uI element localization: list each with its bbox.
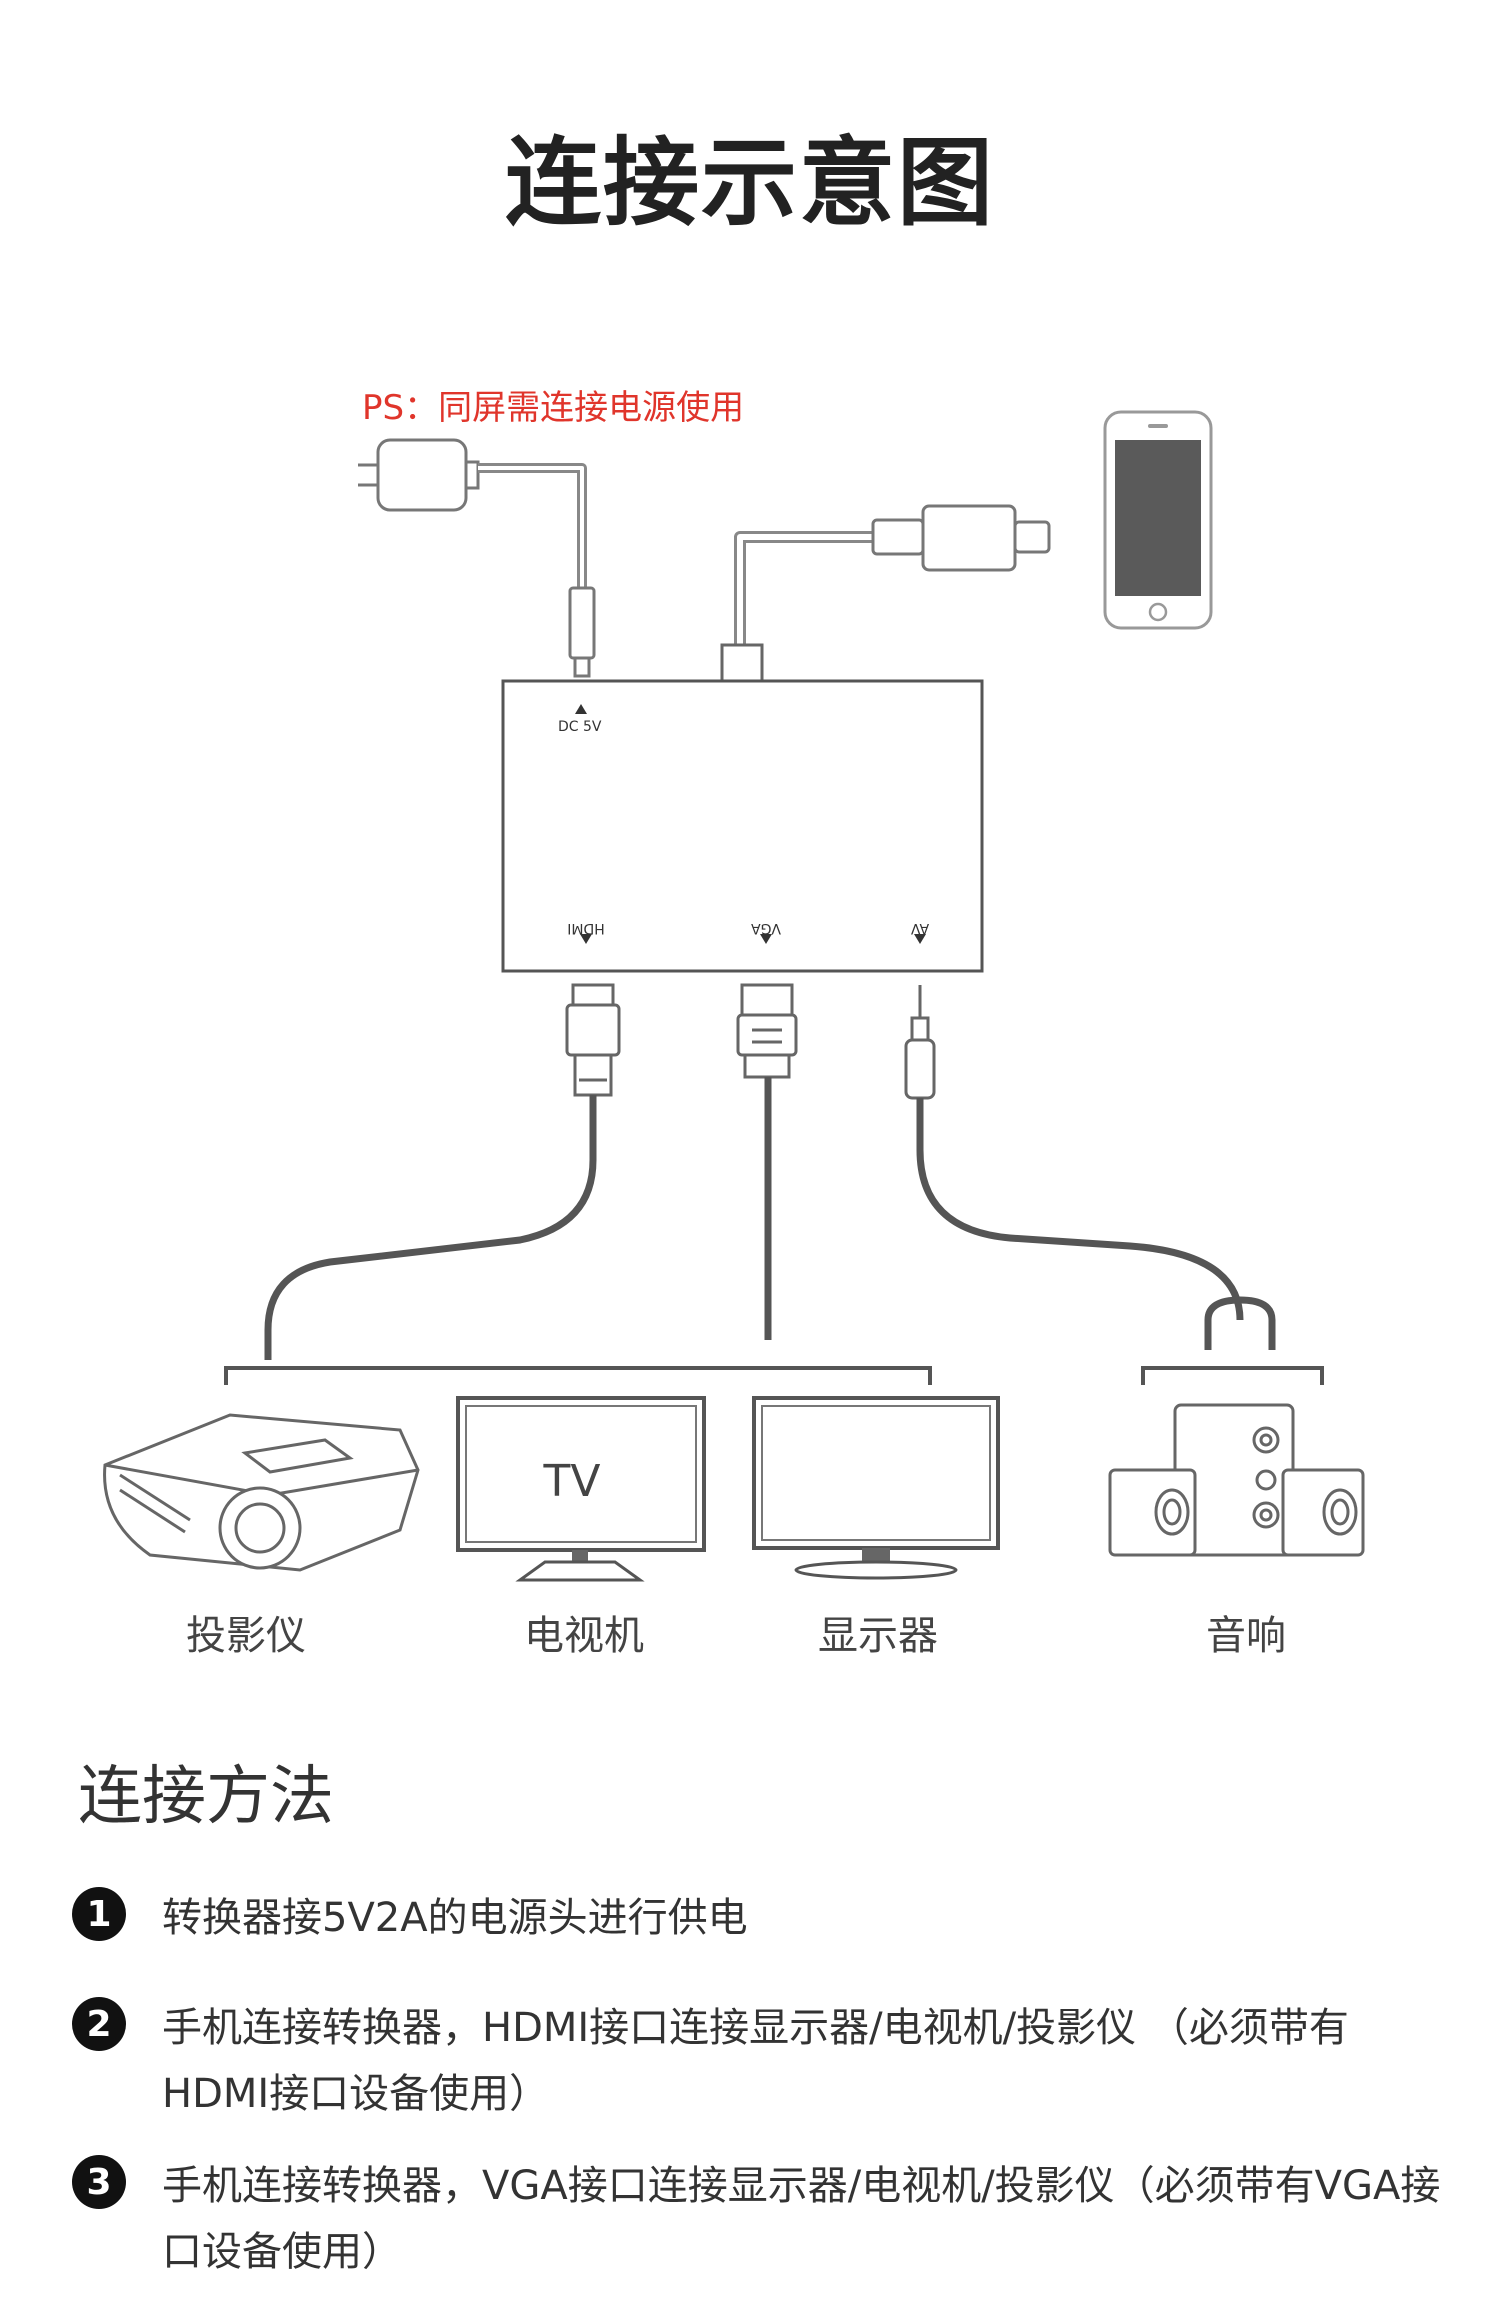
projector-label: 投影仪 (186, 1613, 306, 1659)
step-number: 1 (72, 1887, 126, 1941)
monitor-icon (752, 1396, 1000, 1580)
speaker-bracket (1141, 1366, 1324, 1385)
lightning-cable (734, 531, 880, 645)
monitor-label: 显示器 (818, 1613, 938, 1659)
step-number: 2 (72, 1997, 126, 2051)
lightning-plug-icon (871, 504, 1051, 572)
step-text: 手机连接转换器，VGA接口连接显示器/电视机/投影仪（必须带有VGA接口设备使用… (162, 2163, 1441, 2275)
step-2: 2 手机连接转换器，HDMI接口连接显示器/电视机/投影仪 （必须带有HDMI接… (72, 1995, 1452, 2127)
vga-port-label: VGA (751, 920, 781, 944)
adapter-hub (501, 679, 984, 973)
svg-text:TV: TV (543, 1456, 601, 1507)
tv-label: 电视机 (524, 1613, 644, 1659)
av-port-label: AV (910, 920, 929, 944)
power-cable (478, 463, 587, 590)
usb-plug-icon (720, 643, 764, 683)
step-3: 3 手机连接转换器，VGA接口连接显示器/电视机/投影仪（必须带有VGA接口设备… (72, 2153, 1452, 2285)
speaker-label: 音响 (1206, 1613, 1286, 1659)
step-1: 1 转换器接5V2A的电源头进行供电 (72, 1885, 1452, 1951)
av-plug-icon (904, 985, 936, 1100)
svg-text:AV: AV (910, 920, 929, 936)
step-text: 转换器接5V2A的电源头进行供电 (162, 1895, 748, 1941)
hdmi-plug-icon (565, 983, 621, 1097)
page-title: 连接示意图 (505, 127, 995, 239)
micro-usb-plug-icon (568, 586, 596, 678)
svg-text:VGA: VGA (751, 920, 781, 936)
projector-icon (103, 1413, 420, 1572)
tv-icon: TV (456, 1396, 706, 1582)
hdmi-cable (264, 1095, 597, 1360)
av-cable (916, 1098, 1244, 1321)
smartphone-icon (1103, 410, 1213, 630)
method-title: 连接方法 (78, 1760, 334, 1834)
power-adapter-icon (358, 438, 480, 512)
step-text: 手机连接转换器，HDMI接口连接显示器/电视机/投影仪 （必须带有HDMI接口设… (162, 2005, 1349, 2117)
display-bracket (224, 1366, 932, 1385)
speaker-icon (1108, 1403, 1365, 1557)
svg-text:DC 5V: DC 5V (558, 719, 602, 735)
svg-text:HDMI: HDMI (567, 920, 605, 936)
step-number: 3 (72, 2155, 126, 2209)
vga-plug-icon (736, 983, 798, 1079)
hdmi-port-label: HDMI (567, 920, 605, 944)
dc-port-label: DC 5V (558, 704, 602, 735)
power-note: PS：同屏需连接电源使用 (362, 388, 745, 428)
